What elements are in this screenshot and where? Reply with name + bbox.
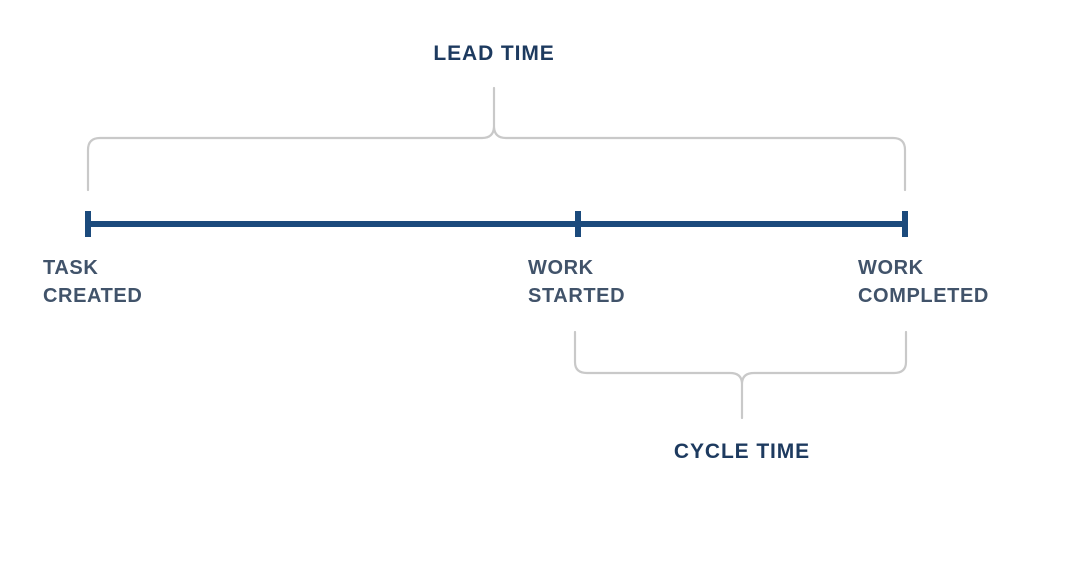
milestone-label-work-completed: WORK COMPLETED [858,255,989,310]
milestone-label-line-1: TASK [43,257,99,279]
cycle-time-title: CYCLE TIME [673,440,811,463]
milestone-label-line-2: COMPLETED [858,284,989,307]
milestone-label-line-2: STARTED [528,284,626,307]
milestone-label-task-created: TASK CREATED [43,255,142,310]
milestone-label-line-1: WORK [528,257,594,279]
cycle-time-brace [573,330,908,420]
lead-time-brace [86,86,907,192]
milestone-label-work-started: WORK STARTED [528,255,625,310]
lead-time-title: LEAD TIME [433,42,555,65]
milestone-label-line-2: CREATED [43,284,143,307]
milestone-label-line-1: WORK [858,257,924,279]
